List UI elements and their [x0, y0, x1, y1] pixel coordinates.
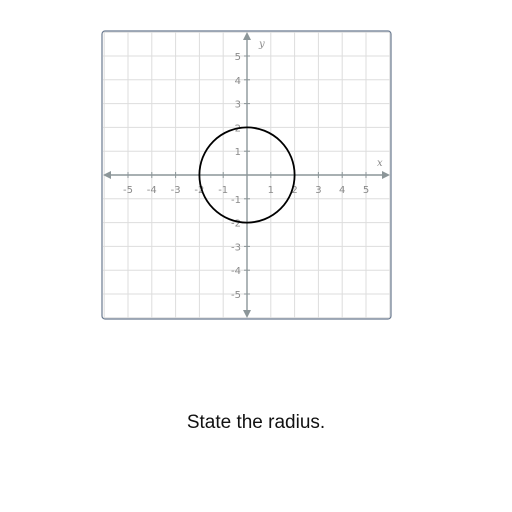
x-tick-label: 3	[315, 185, 321, 196]
circle-curve	[198, 126, 296, 224]
y-axis-arrow-up	[243, 32, 251, 40]
x-tick-label: 5	[363, 185, 369, 196]
y-tick-label: 1	[235, 147, 241, 158]
x-tick-label: -2	[194, 185, 204, 196]
curves	[198, 126, 296, 224]
y-tick-label: -5	[231, 290, 241, 301]
question-text: State the radius.	[186, 412, 326, 433]
y-axis-label: y	[258, 39, 265, 50]
x-tick-label: 4	[339, 185, 345, 196]
y-tick-label: -1	[231, 195, 241, 206]
x-tick-label: -3	[171, 185, 181, 196]
y-tick-label: -4	[231, 266, 241, 277]
y-tick-label: -3	[231, 242, 241, 253]
y-tick-label: 4	[235, 76, 241, 87]
x-tick-label: 1	[268, 185, 274, 196]
axes	[103, 32, 390, 318]
y-axis-arrow-down	[243, 310, 251, 318]
y-tick-label: 3	[235, 100, 241, 111]
graph-frame	[101, 30, 392, 320]
y-tick-label: -2	[231, 219, 241, 230]
x-tick-label: -4	[147, 185, 157, 196]
y-tick-label: 5	[235, 52, 241, 63]
x-tick-label: -1	[218, 185, 228, 196]
x-axis-label: x	[377, 158, 383, 169]
x-tick-label: 2	[291, 185, 297, 196]
x-axis-arrow-right	[382, 171, 390, 179]
x-tick-label: -5	[123, 185, 133, 196]
x-axis-arrow-left	[103, 171, 111, 179]
